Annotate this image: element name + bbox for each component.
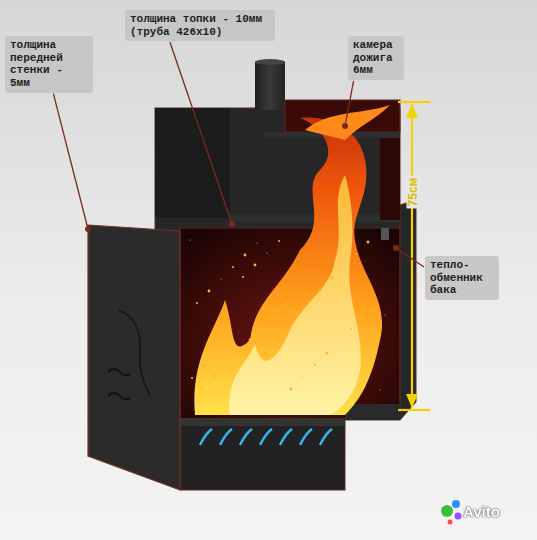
exchanger-channel <box>380 138 400 220</box>
door-handle <box>108 393 130 399</box>
chimney-pipe <box>255 62 285 110</box>
sparks <box>189 239 385 390</box>
door-handle <box>108 369 130 375</box>
leader-dot <box>85 226 91 232</box>
bottom-step <box>345 404 400 420</box>
ashpit <box>180 420 345 490</box>
leader-line <box>396 248 424 267</box>
chimney-top <box>255 59 285 65</box>
front-panel <box>88 225 180 490</box>
leader-dot <box>393 245 399 251</box>
leader-line <box>170 42 232 224</box>
callout-box: тепло-обменник бака <box>425 256 499 300</box>
callout-box: толщина передней стенки - 5мм <box>5 36 93 93</box>
flame <box>194 118 382 415</box>
door-outline <box>118 310 150 395</box>
tank-block-side <box>155 108 230 218</box>
watermark-logo <box>441 500 462 525</box>
flame-core <box>229 175 361 415</box>
air-flow <box>200 429 332 445</box>
callout-box: толщина топки - 10мм (труба 426х10) <box>125 10 275 41</box>
grate <box>180 418 345 426</box>
callout-text: камера дожига 6мм <box>353 39 399 77</box>
callout-text: толщина топки - 10мм (труба 426х10) <box>130 13 270 38</box>
callout-text: тепло-обменник бака <box>430 259 494 297</box>
leader-line <box>345 81 354 126</box>
leader-dot <box>342 123 348 129</box>
watermark: Avito <box>463 503 500 520</box>
leader-line <box>53 94 88 229</box>
side-panel <box>400 200 416 420</box>
callout-box: камера дожига 6мм <box>348 36 404 80</box>
callout-text: толщина передней стенки - 5мм <box>10 39 88 90</box>
exchanger-inlet <box>381 228 389 240</box>
leader-dot <box>229 221 235 227</box>
dimension-label: 75см <box>406 176 420 209</box>
